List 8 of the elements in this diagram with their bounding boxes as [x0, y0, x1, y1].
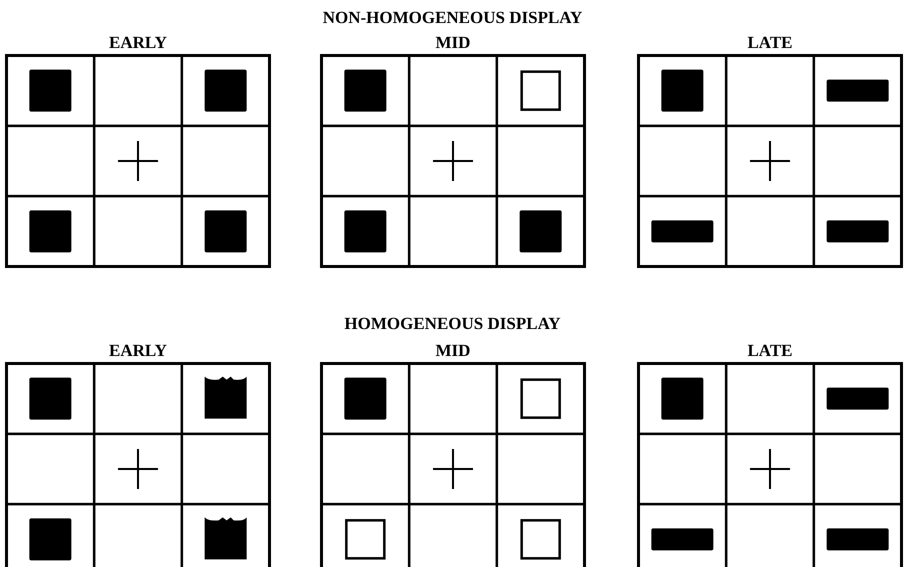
panel-heading: EARLY	[109, 340, 167, 362]
panel-heading: MID	[436, 340, 470, 362]
panel-heading: EARLY	[109, 32, 167, 54]
panel-heading: LATE	[747, 340, 793, 362]
section-heading: NON-HOMOGENEOUS DISPLAY	[322, 8, 582, 28]
panel-heading: MID	[436, 32, 470, 54]
panel-heading: LATE	[747, 32, 793, 54]
section-heading: HOMOGENEOUS DISPLAY	[344, 314, 561, 334]
